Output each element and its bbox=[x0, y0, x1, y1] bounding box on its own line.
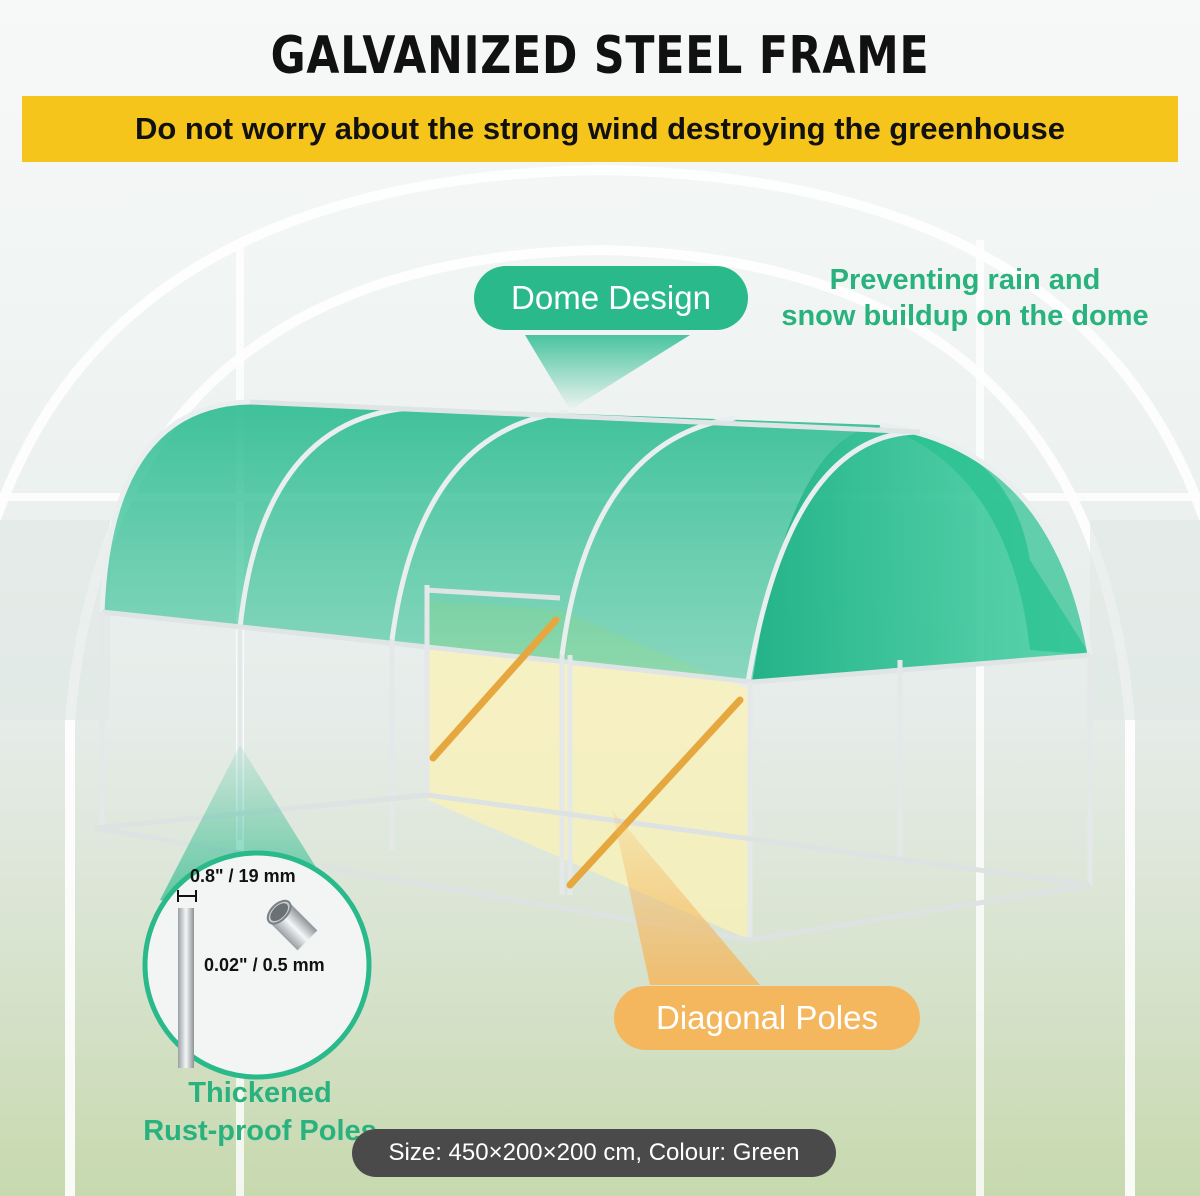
dome-note-line2: snow buildup on the dome bbox=[781, 300, 1149, 332]
dome-cover bbox=[102, 402, 880, 682]
rustproof-line1: Thickened bbox=[188, 1077, 332, 1109]
pipe-end-icon bbox=[266, 899, 318, 951]
size-colour-badge: Size: 450×200×200 cm, Colour: Green bbox=[352, 1129, 836, 1177]
dome-end-panel bbox=[752, 425, 1090, 682]
rustproof-line2: Rust-proof Poles bbox=[143, 1115, 377, 1147]
dome-pointer-beam bbox=[525, 335, 690, 410]
pole-cross-section bbox=[178, 908, 194, 1068]
rustproof-poles-caption: Thickened Rust-proof Poles bbox=[110, 1074, 410, 1150]
frame-arches bbox=[99, 399, 1093, 683]
diagonal-pointer-beam bbox=[612, 810, 760, 985]
dome-note: Preventing rain and snow buildup on the … bbox=[760, 262, 1170, 334]
page-title: GALVANIZED STEEL FRAME bbox=[270, 26, 930, 86]
headline-text: Do not worry about the strong wind destr… bbox=[134, 111, 1066, 146]
pole-thickness-spec: 0.02" / 0.5 mm bbox=[204, 955, 325, 975]
pole-detail-magnifier bbox=[142, 850, 372, 1080]
diagonal-poles bbox=[429, 616, 744, 889]
headline-banner: Do not worry about the strong wind destr… bbox=[22, 96, 1178, 162]
diagonal-poles-label: Diagonal Poles bbox=[614, 986, 920, 1050]
vertical-poles bbox=[99, 585, 1093, 940]
interior-light bbox=[428, 600, 750, 940]
dome-note-line1: Preventing rain and bbox=[829, 264, 1101, 296]
pole-diameter-spec: 0.8" / 19 mm bbox=[190, 866, 296, 886]
dome-design-label: Dome Design bbox=[474, 266, 748, 330]
